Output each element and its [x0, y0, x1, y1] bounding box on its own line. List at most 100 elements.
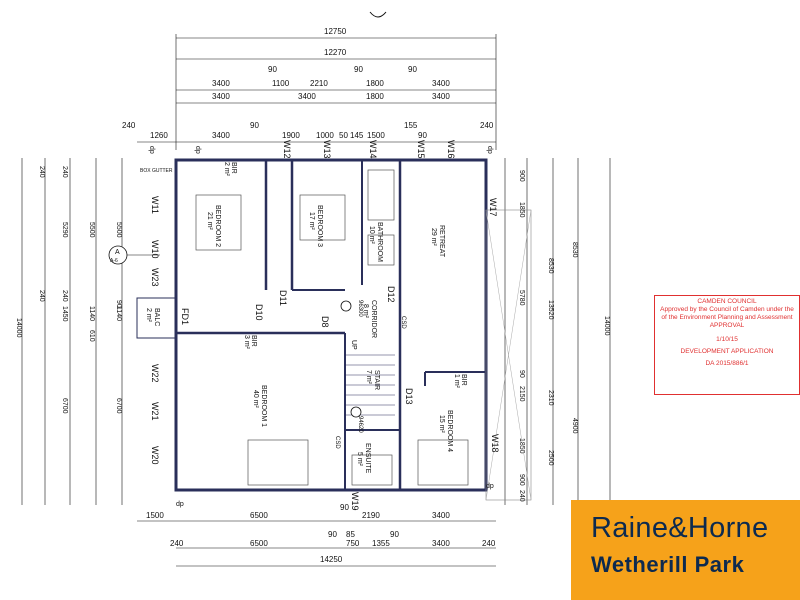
top-dim-labels: 12750 12270 3400 90 1100 2210 90 1800 90…	[122, 27, 494, 140]
door-d10: D10	[254, 304, 264, 321]
svg-text:29 m²: 29 m²	[430, 228, 437, 247]
svg-text:90: 90	[408, 65, 417, 74]
fixtures	[195, 169, 469, 486]
svg-text:90: 90	[250, 121, 259, 130]
room-bir-2: BIR	[250, 335, 257, 347]
svg-text:dp: dp	[486, 146, 493, 154]
stair-treads	[345, 354, 395, 416]
top-dimensions	[137, 34, 497, 150]
window-w21: W21	[150, 402, 160, 421]
svg-text:1500: 1500	[146, 511, 164, 520]
downpipe-tags: dp dp dp dp dp	[148, 146, 494, 508]
svg-text:2310: 2310	[547, 390, 554, 406]
svg-text:7 m²: 7 m²	[365, 370, 372, 385]
door-d8: D8	[320, 316, 330, 328]
window-w20: W20	[150, 446, 160, 465]
svg-text:8 m²: 8 m²	[362, 304, 369, 319]
svg-text:240: 240	[38, 166, 45, 178]
svg-text:1140: 1140	[115, 306, 122, 321]
dim-overall-a: 12750	[324, 27, 347, 36]
svg-text:CSD: CSD	[334, 436, 340, 449]
room-bedroom-1: BEDROOM 1	[260, 385, 267, 427]
svg-text:240: 240	[480, 121, 494, 130]
room-labels: BEDROOM 2 21 m² BEDROOM 3 17 m² BATHROOM…	[145, 162, 467, 474]
svg-text:13520: 13520	[547, 300, 554, 320]
room-balc: BALC	[153, 308, 160, 326]
svg-text:90: 90	[354, 65, 363, 74]
svg-text:240: 240	[61, 166, 68, 178]
svg-text:3400: 3400	[212, 79, 230, 88]
svg-text:dp: dp	[176, 501, 184, 508]
window-w14: W14	[368, 140, 378, 159]
plan-notes: UP 96300 94620 CSD CSD BOX GUTTER	[140, 168, 406, 449]
svg-text:240: 240	[170, 539, 184, 548]
svg-text:40 m²: 40 m²	[252, 390, 259, 409]
window-w15: W15	[416, 140, 426, 159]
svg-text:3400: 3400	[432, 511, 450, 520]
svg-text:1800: 1800	[366, 79, 384, 88]
svg-text:85: 85	[346, 530, 355, 539]
svg-text:1100: 1100	[272, 79, 290, 88]
svg-text:240: 240	[518, 490, 525, 502]
room-bir-1: BIR	[230, 162, 237, 174]
svg-text:3400: 3400	[432, 92, 450, 101]
svg-text:90: 90	[390, 530, 399, 539]
svg-text:21 m²: 21 m²	[206, 212, 213, 231]
svg-text:6700: 6700	[115, 398, 122, 414]
logo-brand: Raine&Horne	[591, 512, 769, 544]
svg-text:3400: 3400	[212, 92, 230, 101]
svg-text:2 m²: 2 m²	[223, 162, 230, 177]
svg-text:10 m²: 10 m²	[368, 226, 375, 245]
svg-text:5 m²: 5 m²	[356, 452, 363, 467]
svg-text:A: A	[115, 249, 120, 256]
bottom-dimensions	[137, 520, 496, 567]
window-w22: W22	[150, 364, 160, 383]
council-approval-stamp: CAMDEN COUNCIL Approved by the Council o…	[654, 295, 800, 395]
svg-text:UP: UP	[350, 340, 357, 350]
svg-text:6500: 6500	[250, 511, 268, 520]
svg-text:1 m²: 1 m²	[453, 374, 460, 389]
door-d13: D13	[404, 388, 414, 405]
svg-text:1260: 1260	[150, 131, 168, 140]
svg-text:4900: 4900	[571, 418, 578, 434]
room-stair: STAIR	[373, 370, 380, 390]
svg-text:145: 145	[350, 131, 364, 140]
svg-text:1500: 1500	[367, 131, 385, 140]
svg-text:6700: 6700	[61, 398, 68, 414]
window-w13: W13	[322, 140, 332, 159]
svg-text:5500: 5500	[88, 222, 95, 238]
svg-text:90: 90	[418, 131, 427, 140]
room-bedroom-3: BEDROOM 3	[316, 205, 323, 247]
svg-text:240: 240	[38, 290, 45, 302]
svg-text:900: 900	[518, 474, 525, 486]
svg-text:50: 50	[339, 131, 348, 140]
svg-text:1900: 1900	[282, 131, 300, 140]
window-w11: W11	[150, 196, 160, 214]
svg-text:8530: 8530	[547, 258, 554, 274]
svg-text:90: 90	[115, 300, 122, 308]
svg-text:dp: dp	[148, 146, 155, 154]
svg-text:5290: 5290	[61, 222, 68, 238]
stamp-ref: DA 2015/886/1	[705, 360, 749, 367]
svg-text:1000: 1000	[316, 131, 334, 140]
svg-text:2150: 2150	[518, 386, 525, 402]
section-marker: A A-6	[108, 245, 160, 265]
door-d12: D12	[386, 286, 396, 303]
room-bedroom-2: BEDROOM 2	[214, 205, 221, 247]
svg-text:750: 750	[346, 539, 360, 548]
svg-text:610: 610	[88, 330, 95, 342]
svg-text:17 m²: 17 m²	[308, 212, 315, 231]
bottom-dim-labels: 1500 6500 90 2190 3400 240 6500 90 85 75…	[146, 503, 496, 564]
svg-text:1140: 1140	[88, 306, 95, 321]
window-w16: W16	[446, 140, 456, 159]
svg-text:2210: 2210	[310, 79, 328, 88]
window-w19: W19	[350, 492, 360, 511]
room-corridor: CORRIDOR	[370, 300, 377, 338]
right-dim-labels: 900 1850 5780 8530 8530 13520 90 2150 23…	[518, 170, 610, 502]
svg-text:3400: 3400	[432, 539, 450, 548]
window-w17: W17	[488, 198, 498, 217]
svg-text:3400: 3400	[212, 131, 230, 140]
svg-text:1850: 1850	[518, 438, 525, 454]
agency-logo: Raine&Horne Wetherill Park	[571, 500, 800, 600]
window-w12: W12	[282, 140, 292, 159]
